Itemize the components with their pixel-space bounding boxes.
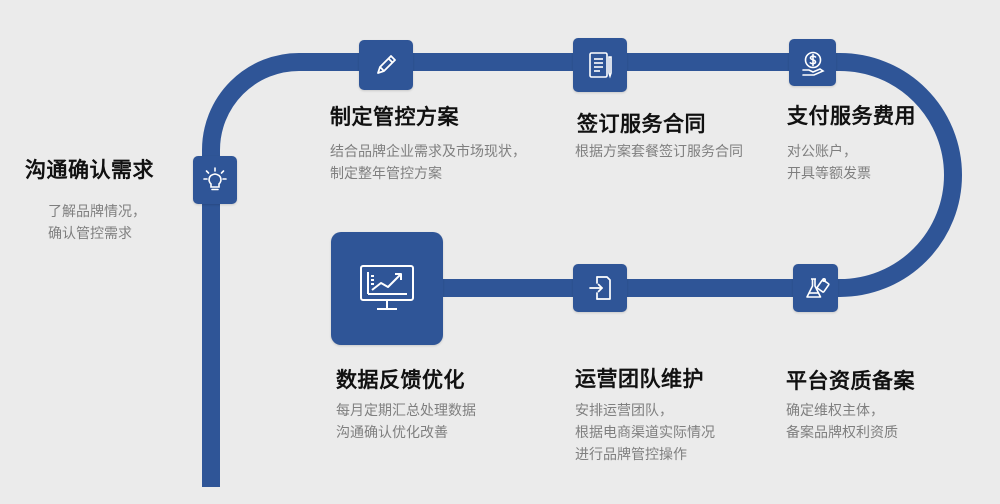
flask-icon <box>805 278 830 298</box>
step-title-6: 运营团队维护 <box>575 367 704 391</box>
step-desc-line: 开具等额发票 <box>787 166 871 182</box>
step-desc-line: 对公账户， <box>787 144 857 160</box>
step-title-7: 数据反馈优化 <box>336 368 465 392</box>
step-desc-line: 确认管控需求 <box>48 226 132 242</box>
step-title-1: 沟通确认需求 <box>25 158 154 182</box>
payment-icon <box>801 51 825 76</box>
step-desc-7: 每月定期汇总处理数据 沟通确认优化改善 <box>336 400 476 444</box>
step-node-7 <box>331 232 443 345</box>
step-node-3 <box>573 38 627 92</box>
step-desc-line: 根据电商渠道实际情况 <box>575 425 715 441</box>
step-desc-line: 沟通确认优化改善 <box>336 425 448 441</box>
step-desc-line: 了解品牌情况， <box>48 204 146 220</box>
step-desc-line: 备案品牌权利资质 <box>786 425 898 441</box>
step-desc-4: 对公账户， 开具等额发票 <box>787 141 871 185</box>
step-desc-line: 制定整年管控方案 <box>330 166 442 182</box>
step-node-1 <box>193 156 237 204</box>
step-title-4: 支付服务费用 <box>787 104 916 128</box>
step-desc-line: 根据方案套餐签订服务合同 <box>575 144 743 160</box>
step-desc-1: 了解品牌情况， 确认管控需求 <box>48 201 146 245</box>
step-desc-2: 结合品牌企业需求及市场现状， 制定整年管控方案 <box>330 141 526 185</box>
step-node-2 <box>359 40 413 90</box>
step-desc-6: 安排运营团队， 根据电商渠道实际情况 进行品牌管控操作 <box>575 400 715 466</box>
step-title-5: 平台资质备案 <box>786 369 915 393</box>
step-node-4 <box>789 39 836 86</box>
step-desc-line: 每月定期汇总处理数据 <box>336 403 476 419</box>
contract-icon <box>589 52 612 79</box>
monitor-chart-icon <box>360 264 414 310</box>
step-desc-3: 根据方案套餐签订服务合同 <box>575 141 743 163</box>
lightbulb-icon <box>203 167 227 191</box>
step-desc-5: 确定维权主体， 备案品牌权利资质 <box>786 400 898 444</box>
login-icon <box>589 276 611 300</box>
step-node-6 <box>573 264 627 312</box>
step-desc-line: 结合品牌企业需求及市场现状， <box>330 144 526 160</box>
step-desc-line: 确定维权主体， <box>786 403 884 419</box>
step-title-2: 制定管控方案 <box>330 105 459 129</box>
step-desc-line: 安排运营团队， <box>575 403 673 419</box>
step-node-5 <box>793 264 838 312</box>
step-title-3: 签订服务合同 <box>577 112 706 136</box>
step-desc-line: 进行品牌管控操作 <box>575 447 687 463</box>
pencil-icon <box>377 55 396 74</box>
